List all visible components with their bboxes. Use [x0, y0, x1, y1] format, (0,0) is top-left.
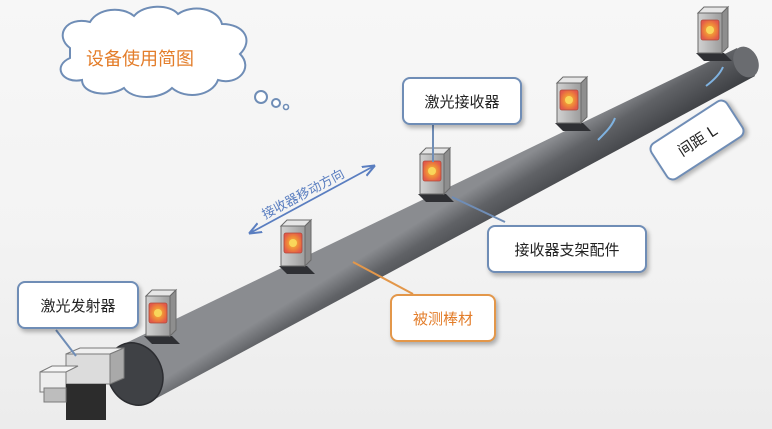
receiver-bracket	[418, 194, 454, 202]
receiver-bracket	[696, 53, 732, 61]
receiver-side	[721, 5, 729, 55]
bracket-callout: 接收器支架配件	[487, 225, 647, 273]
receiver-target-center	[565, 96, 573, 104]
bracket-leader	[451, 196, 506, 223]
receiver-callout: 激光接收器	[402, 77, 522, 125]
rod-leader	[352, 261, 414, 295]
laser-receiver	[144, 288, 180, 344]
laser-receiver	[418, 146, 454, 202]
receiver-target-center	[154, 309, 162, 317]
receiver-target-center	[706, 26, 714, 34]
laser-receiver	[696, 5, 732, 61]
laser-transmitter	[39, 347, 125, 420]
receiver-side	[304, 218, 312, 268]
transmitter-leader	[55, 329, 77, 357]
receiver-side	[169, 288, 177, 338]
thought-cloud	[59, 5, 290, 111]
direction-arrow	[250, 166, 374, 233]
receiver-bracket	[555, 123, 591, 131]
receiver-bracket	[144, 336, 180, 344]
transmitter-callout: 激光发射器	[17, 281, 139, 329]
receiver-group	[144, 5, 732, 344]
receiver-target-center	[428, 167, 436, 175]
receiver-bracket	[279, 266, 315, 274]
laser-receiver	[555, 75, 591, 131]
receiver-side	[443, 146, 451, 196]
cloud-title: 设备使用简图	[86, 49, 194, 70]
callout-leaders	[55, 125, 506, 357]
receiver-side	[580, 75, 588, 125]
rod-callout: 被测棒材	[390, 294, 496, 342]
receiver-target-center	[289, 239, 297, 247]
